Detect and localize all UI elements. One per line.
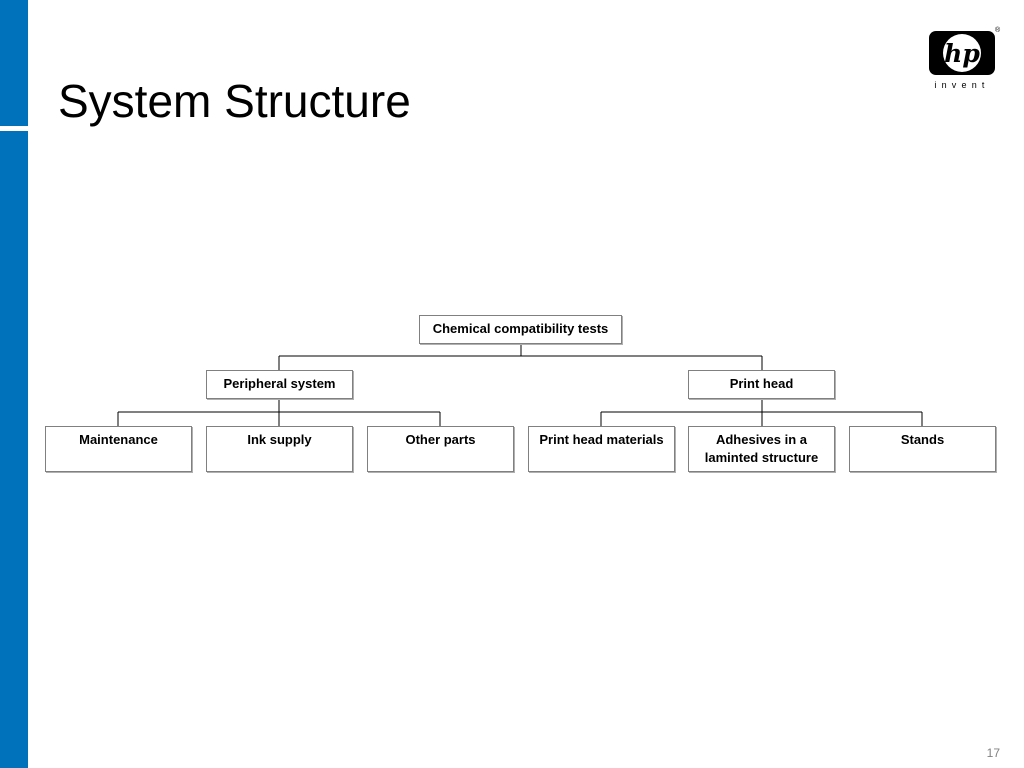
node-chemical-compatibility-tests: Chemical compatibility tests — [419, 315, 622, 344]
slide-title: System Structure — [58, 75, 411, 127]
logo-tagline: invent — [934, 80, 990, 90]
node-other-parts: Other parts — [367, 426, 514, 472]
node-adhesives-laminated-structure: Adhesives in a laminted structure — [688, 426, 835, 472]
node-peripheral-system: Peripheral system — [206, 370, 353, 399]
accent-bar-bottom — [0, 131, 28, 768]
node-maintenance: Maintenance — [45, 426, 192, 472]
node-stands: Stands — [849, 426, 996, 472]
page-number: 17 — [986, 746, 1000, 760]
node-print-head: Print head — [688, 370, 835, 399]
accent-bar-top — [0, 0, 28, 126]
node-ink-supply: Ink supply — [206, 426, 353, 472]
node-print-head-materials: Print head materials — [528, 426, 675, 472]
hp-logo-icon: hp — [929, 31, 995, 75]
hp-logo-mark: hp — [944, 39, 980, 68]
registered-mark: ® — [995, 27, 1001, 34]
